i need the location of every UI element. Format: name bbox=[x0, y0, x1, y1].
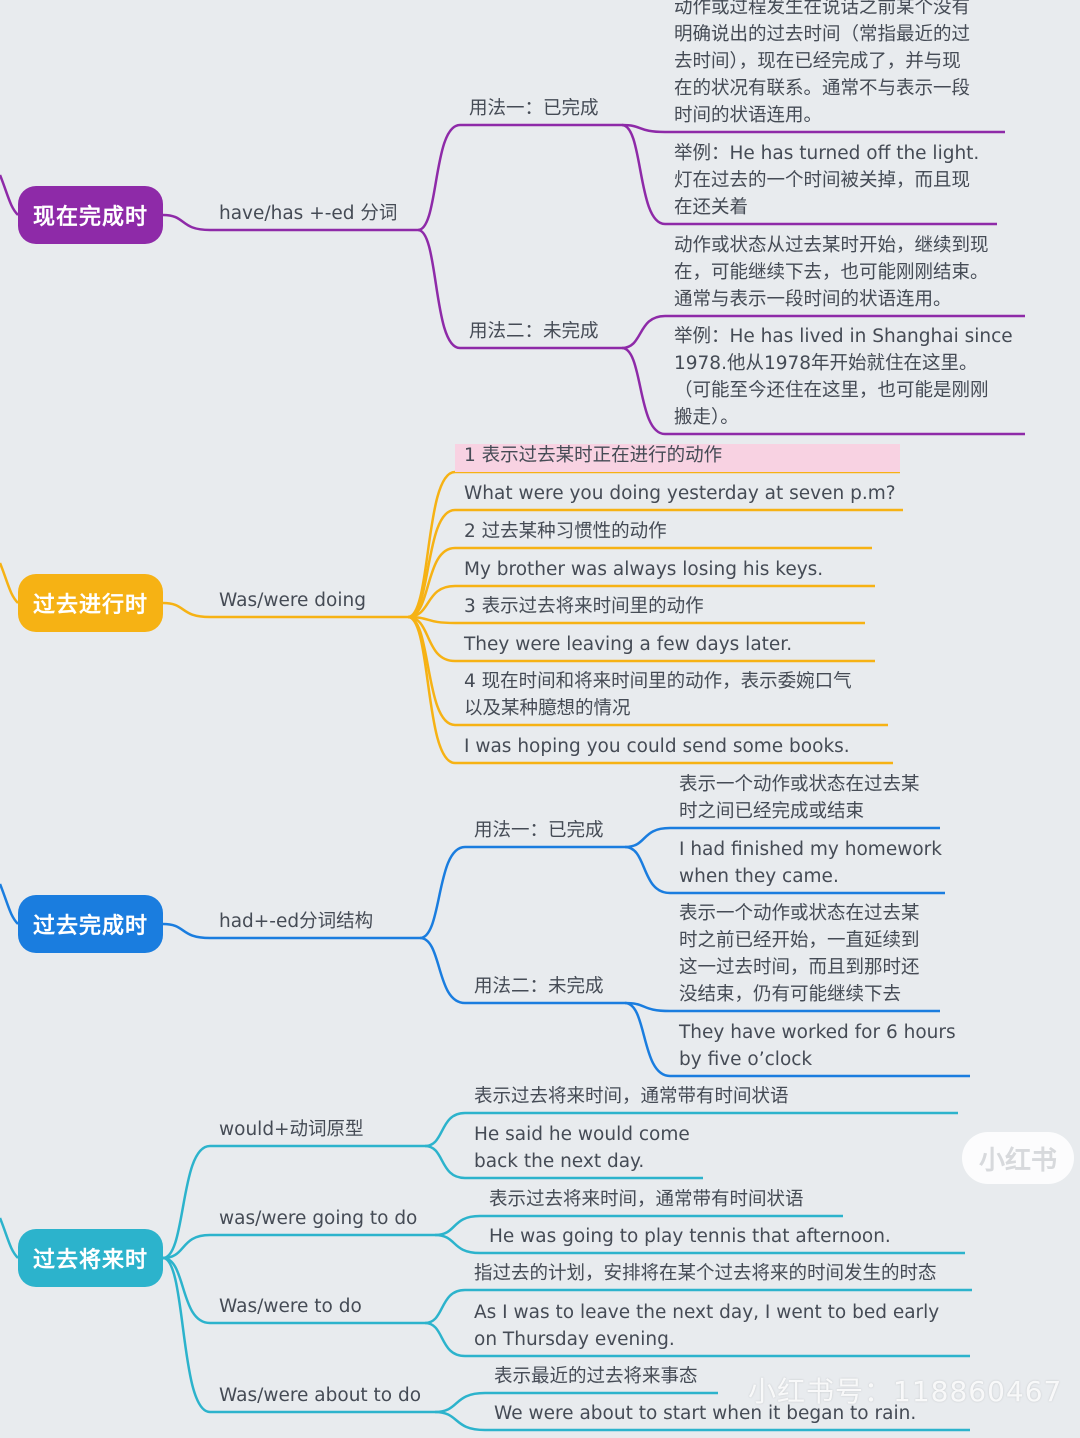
detail-node: 表示过去将来时间，通常带有时间状语 bbox=[474, 1086, 789, 1107]
selection-highlight bbox=[455, 444, 900, 472]
detail-node: 表示过去将来时间，通常带有时间状语 bbox=[489, 1189, 804, 1210]
detail-node: 动作或状态从过去某时开始，继续到现 在，可能继续下去，也可能刚刚结束。 通常与表… bbox=[674, 235, 989, 310]
detail-node: We were about to start when it began to … bbox=[494, 1403, 917, 1424]
usage-node-connector bbox=[417, 123, 461, 232]
watermark-account: 小红书号：118860467 bbox=[748, 1375, 1063, 1408]
detail-node: I had finished my homework when they cam… bbox=[679, 839, 942, 887]
detail-node-connector bbox=[424, 1111, 466, 1148]
form-node-connector bbox=[162, 1233, 211, 1260]
watermark-logo: 小红书 bbox=[962, 1132, 1074, 1184]
detail-node: 表示最近的过去将来事态 bbox=[494, 1366, 698, 1387]
form-node-connector bbox=[162, 213, 211, 232]
detail-node-connector bbox=[424, 1321, 466, 1358]
detail-node: 举例：He has turned off the light. 灯在过去的一个时… bbox=[674, 143, 980, 218]
detail-node-connector bbox=[434, 1391, 486, 1414]
form-node-connector bbox=[162, 922, 211, 940]
detail-node: My brother was always losing his keys. bbox=[464, 559, 824, 580]
detail-node: 举例：He has lived in Shanghai since 1978.他… bbox=[674, 326, 1013, 428]
usage-node: 用法二：未完成 bbox=[469, 321, 599, 342]
detail-node-connector bbox=[424, 1144, 466, 1180]
usage-node-connector bbox=[417, 228, 461, 350]
detail-node-connector bbox=[624, 826, 671, 849]
form-node-connector bbox=[162, 1144, 211, 1260]
detail-node-connector bbox=[434, 1233, 481, 1255]
detail-node-connector bbox=[624, 1001, 671, 1078]
detail-node-connector bbox=[621, 346, 666, 436]
detail-node: 4 现在时间和将来时间里的动作，表示委婉口气 以及某种臆想的情况 bbox=[464, 671, 852, 719]
detail-node-connector bbox=[407, 470, 456, 619]
tense-node[interactable]: 现在完成时 bbox=[18, 186, 163, 244]
central-topic-connector bbox=[0, 883, 19, 925]
form-node: Was/were about to do bbox=[219, 1385, 422, 1406]
detail-node-connector bbox=[621, 123, 666, 134]
detail-node-connector bbox=[434, 1214, 481, 1237]
detail-node-connector bbox=[407, 615, 456, 765]
detail-node-connector bbox=[407, 615, 456, 663]
detail-node: He said he would come back the next day. bbox=[474, 1124, 690, 1172]
detail-node: They were leaving a few days later. bbox=[464, 634, 793, 655]
detail-node: 表示一个动作或状态在过去某 时之前已经开始，一直延续到 这一过去时间，而且到那时… bbox=[679, 903, 920, 1005]
detail-node: 3 表示过去将来时间里的动作 bbox=[464, 596, 704, 617]
detail-node: As I was to leave the next day, I went t… bbox=[474, 1302, 940, 1350]
detail-node-connector bbox=[434, 1410, 486, 1432]
detail-node-connector bbox=[621, 314, 666, 350]
form-node: had+-ed分词结构 bbox=[219, 911, 374, 932]
detail-node: 2 过去某种习惯性的动作 bbox=[464, 521, 667, 542]
detail-node: I was hoping you could send some books. bbox=[464, 736, 850, 757]
central-topic-connector bbox=[0, 174, 19, 216]
form-node: have/has +-ed 分词 bbox=[219, 203, 398, 224]
tense-node[interactable]: 过去完成时 bbox=[18, 895, 163, 953]
central-topic-connector bbox=[0, 562, 19, 604]
central-topic-connector bbox=[0, 1217, 19, 1259]
form-node-connector bbox=[162, 1256, 211, 1414]
form-node: would+动词原型 bbox=[219, 1119, 364, 1140]
detail-node: They have worked for 6 hours by five o’c… bbox=[679, 1022, 956, 1070]
usage-node-connector bbox=[419, 845, 466, 940]
usage-node: 用法二：未完成 bbox=[474, 976, 604, 997]
tense-node[interactable]: 过去将来时 bbox=[18, 1229, 163, 1287]
usage-node-connector bbox=[419, 936, 466, 1005]
form-node: was/were going to do bbox=[219, 1208, 418, 1229]
detail-node-connector bbox=[407, 508, 456, 619]
detail-node-connector bbox=[407, 546, 456, 619]
detail-node: 1 表示过去某时正在进行的动作 bbox=[464, 445, 723, 466]
detail-node-connector bbox=[424, 1288, 466, 1325]
detail-node-connector bbox=[624, 845, 671, 895]
form-node: Was/were doing bbox=[219, 590, 366, 611]
form-node-connector bbox=[162, 601, 211, 619]
usage-node: 用法一：已完成 bbox=[469, 98, 599, 119]
detail-node-connector bbox=[621, 123, 666, 226]
usage-node: 用法一：已完成 bbox=[474, 820, 604, 841]
detail-node: 表示一个动作或状态在过去某 时之间已经完成或结束 bbox=[679, 774, 920, 822]
detail-node: 指过去的计划，安排将在某个过去将来的时间发生的时态 bbox=[474, 1263, 937, 1284]
detail-node: 动作或过程发生在说话之前某个没有 明确说出的过去时间（常指最近的过 去时间），现… bbox=[674, 0, 971, 126]
form-node: Was/were to do bbox=[219, 1296, 362, 1317]
detail-node: He was going to play tennis that afterno… bbox=[489, 1226, 891, 1247]
detail-node: What were you doing yesterday at seven p… bbox=[464, 483, 896, 504]
tense-node[interactable]: 过去进行时 bbox=[18, 574, 163, 632]
form-node-connector bbox=[162, 1256, 211, 1325]
